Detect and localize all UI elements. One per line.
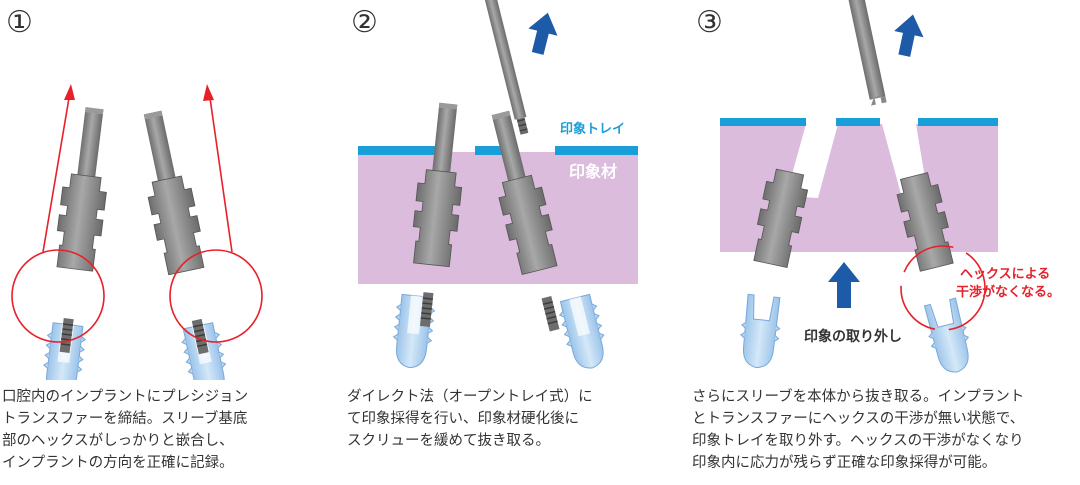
impression-tray-segment [358, 146, 438, 155]
step-2-panel: ② 印象トレイ 印象材 ダイレクト法 [345, 0, 685, 485]
impression-material [358, 152, 638, 284]
removal-label: 印象の取り外し [804, 328, 902, 345]
pull-up-arrow [528, 12, 558, 55]
direction-arrow-right [203, 84, 233, 253]
impression-tray-segment [475, 146, 513, 155]
note-line-2: 干渉がなくなる。 [956, 284, 1060, 300]
impression-tray-segment [836, 118, 880, 126]
step-3-panel: ③ 印象の取り外し ヘックスによる 干渉がなくなる。 さらにスリーブを本体 [690, 0, 1060, 485]
step-2-caption: ダイレクト法（オープントレイ式）に て印象採得を行い、印象材硬化後に スクリュー… [347, 389, 593, 449]
pull-up-arrow [894, 14, 924, 57]
right-transfer-assembly [130, 107, 233, 380]
transfer-post [847, 0, 887, 106]
impression-tray-segment [720, 118, 806, 126]
step-number: ③ [696, 5, 723, 40]
hex-fit-circle-right [169, 249, 263, 343]
impression-tray-segment [918, 118, 998, 126]
step-1-panel: ① 口腔内のインプラントにプレシジョン トランスファーを締結。スリーブ基底 部 [0, 0, 340, 485]
step-1-illustration [11, 84, 263, 380]
direction-arrow-left [42, 84, 75, 253]
tray-label: 印象トレイ [560, 121, 625, 137]
step-2-illustration: 印象トレイ 印象材 [358, 0, 638, 373]
step-3-caption: さらにスリーブを本体から抜き取る。インプラント とトランスファーにヘックスの干渉… [692, 389, 1025, 471]
step-1-caption: 口腔内のインプラントにプレシジョン トランスファーを締結。スリーブ基底 部のヘッ… [2, 389, 249, 471]
hex-clearance-circle [900, 245, 986, 331]
step-number: ② [351, 5, 378, 40]
removal-arrow [828, 262, 860, 308]
hex-fit-circle-left [11, 249, 105, 343]
impression-tray-segment [555, 146, 638, 155]
impression-material [720, 124, 998, 252]
step-3-illustration: 印象の取り外し ヘックスによる 干渉がなくなる。 [720, 0, 1060, 377]
left-transfer-assembly [39, 105, 117, 380]
screw-driver [478, 0, 529, 135]
material-label: 印象材 [569, 162, 617, 181]
note-line-1: ヘックスによる [960, 267, 1050, 282]
step-number: ① [6, 5, 33, 40]
